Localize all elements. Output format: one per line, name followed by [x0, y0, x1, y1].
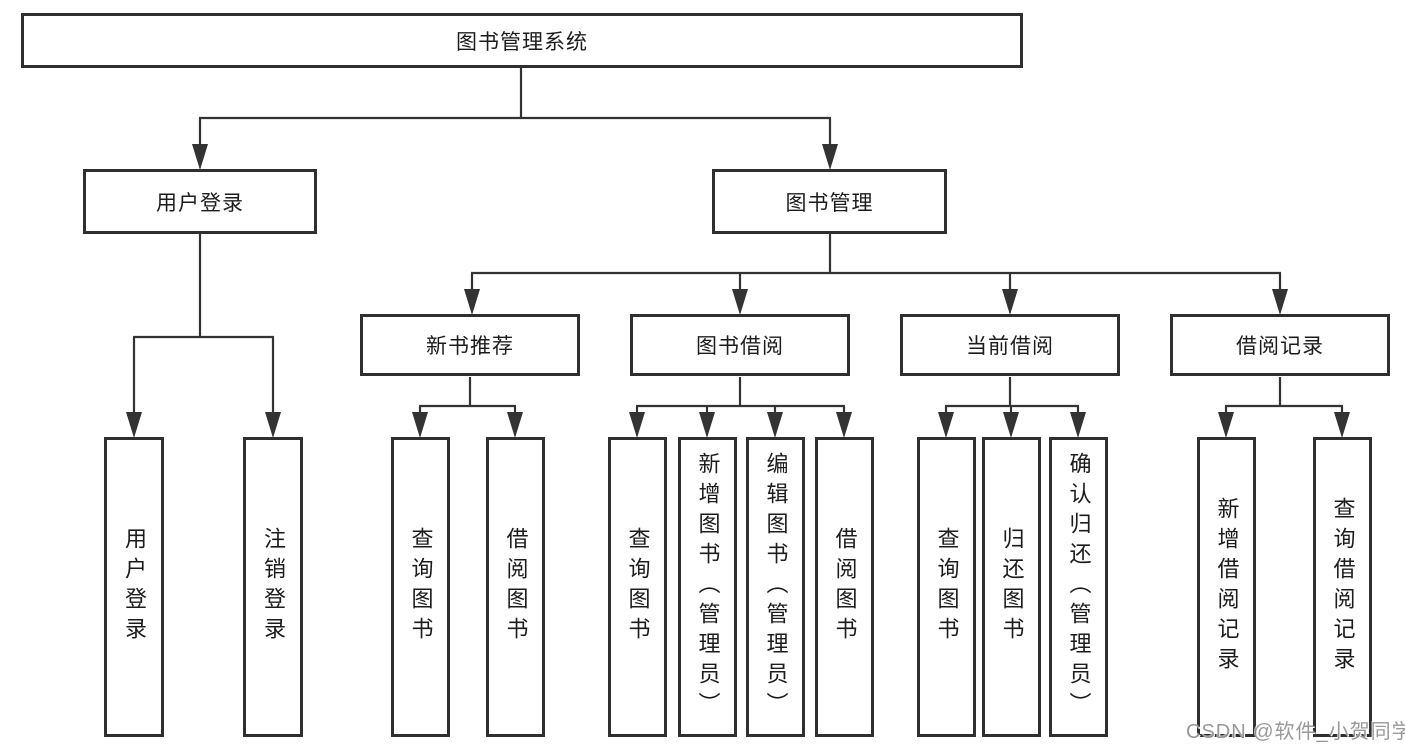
- node-borrow-records: 借阅记录: [1170, 314, 1390, 376]
- leaf-label: 借阅图书: [503, 527, 529, 647]
- leaf-label: 用户登录: [122, 527, 147, 647]
- leaf-records-query-record: 查询借阅记录: [1313, 437, 1372, 737]
- leaf-label: 新增借阅记录: [1214, 497, 1240, 677]
- leaf-newbook-borrow-book: 借阅图书: [486, 437, 545, 737]
- leaf-logout: 注销登录: [243, 437, 303, 737]
- node-user-login: 用户登录: [83, 169, 317, 234]
- leaf-label: 新增图书（管理员）: [695, 452, 721, 722]
- node-new-book-recommend: 新书推荐: [360, 314, 580, 376]
- leaf-borrow-edit-book-admin: 编辑图书（管理员）: [746, 437, 805, 737]
- leaf-label: 确认归还（管理员）: [1066, 452, 1092, 722]
- node-current-borrow: 当前借阅: [900, 314, 1120, 376]
- node-book-borrow: 图书借阅: [630, 314, 850, 376]
- leaf-borrow-borrow-book: 借阅图书: [815, 437, 874, 737]
- node-library-system: 图书管理系统: [21, 13, 1023, 68]
- leaf-current-confirm-return-admin: 确认归还（管理员）: [1049, 437, 1108, 737]
- leaf-label: 借阅图书: [832, 527, 858, 647]
- node-label: 用户登录: [156, 191, 244, 215]
- node-label: 借阅记录: [1236, 335, 1324, 358]
- leaf-current-query-book: 查询图书: [917, 437, 976, 737]
- leaf-current-return-book: 归还图书: [982, 437, 1041, 737]
- leaf-label: 编辑图书（管理员）: [763, 452, 789, 722]
- csdn-watermark: CSDN @软件_小贺同学: [1186, 721, 1405, 743]
- node-label: 图书借阅: [696, 335, 784, 358]
- leaf-user-login: 用户登录: [104, 437, 164, 737]
- node-book-management: 图书管理: [712, 169, 947, 234]
- arrowhead-group: [126, 144, 1350, 438]
- node-label: 新书推荐: [426, 335, 514, 358]
- leaf-label: 查询借阅记录: [1330, 497, 1356, 677]
- node-label: 图书管理系统: [456, 30, 588, 54]
- leaf-label: 归还图书: [999, 527, 1025, 647]
- node-label: 当前借阅: [966, 335, 1054, 358]
- leaf-borrow-add-book-admin: 新增图书（管理员）: [678, 437, 737, 737]
- leaf-borrow-query-book: 查询图书: [608, 437, 667, 737]
- leaf-label: 查询图书: [408, 527, 434, 647]
- leaf-label: 查询图书: [625, 527, 651, 647]
- leaf-label: 注销登录: [261, 527, 286, 647]
- leaf-newbook-query-book: 查询图书: [391, 437, 450, 737]
- node-label: 图书管理: [785, 191, 874, 215]
- leaf-records-add-record: 新增借阅记录: [1197, 437, 1256, 737]
- leaf-label: 查询图书: [934, 527, 960, 647]
